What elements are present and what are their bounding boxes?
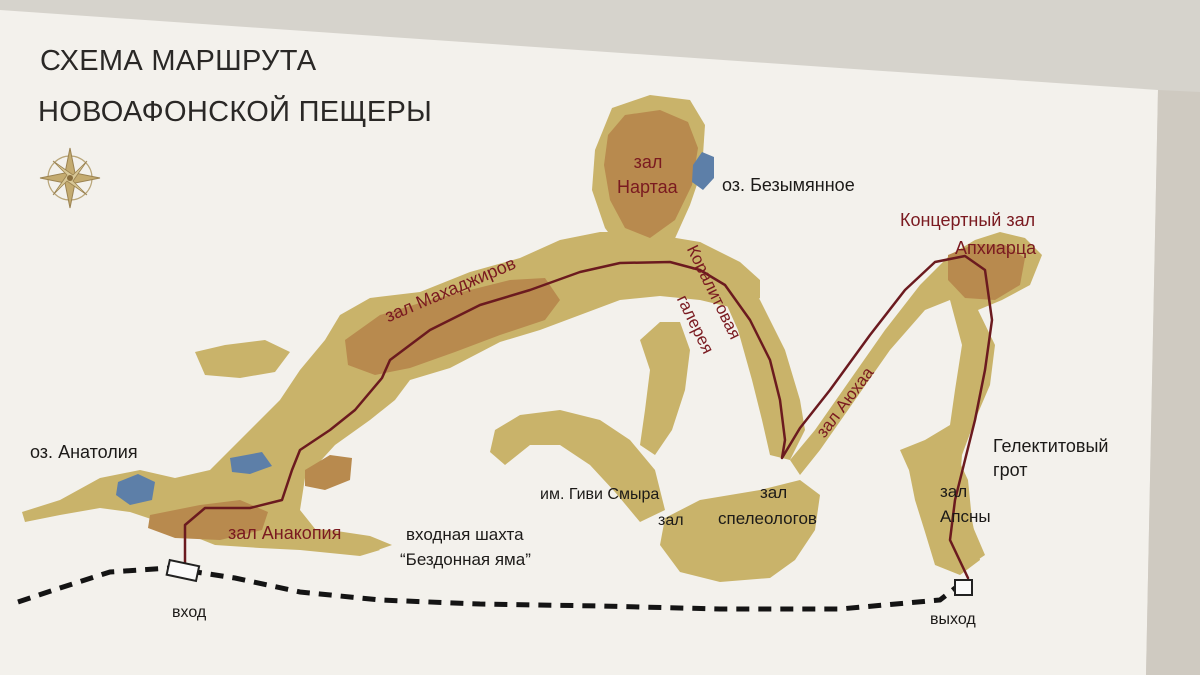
lake-anatolia-icon xyxy=(116,474,155,505)
hall-anakopia-fill xyxy=(148,500,268,540)
label-concert-hall-2: Апхиарца xyxy=(955,238,1037,258)
label-entry-shaft-2: “Бездонная яма” xyxy=(400,550,531,569)
label-hall-nartaa-1: зал xyxy=(633,152,663,172)
tourist-route-line xyxy=(183,254,994,580)
hall-nartaa-fill xyxy=(604,110,698,238)
map-title-line-1: СХЕМА МАРШРУТА xyxy=(40,45,317,77)
label-hall-speleologov-2: спелеологов xyxy=(718,509,817,528)
label-hall-givi-1: им. Гиви Смыра xyxy=(540,486,660,503)
label-entry-shaft-1: входная шахта xyxy=(406,525,524,544)
coral-passage xyxy=(700,242,805,460)
lakes xyxy=(116,152,714,505)
lake-west-icon xyxy=(230,452,272,474)
label-hall-nartaa-2: Нартаа xyxy=(617,177,678,197)
compass-rose-icon xyxy=(39,147,101,209)
givi-passage xyxy=(490,410,665,522)
surface-path-dashed xyxy=(17,565,970,612)
givi-branch xyxy=(640,322,690,455)
label-exit: выход xyxy=(930,611,976,628)
label-hall-apsny-2: Апсны xyxy=(940,507,991,526)
western-stub xyxy=(195,340,290,378)
label-entrance: вход xyxy=(172,604,207,621)
label-hall-givi-2: зал xyxy=(658,512,684,529)
label-hall-apsny-1: зал xyxy=(940,482,968,501)
entrance-marker xyxy=(165,558,201,583)
label-concert-hall-1: Концертный зал xyxy=(900,210,1036,230)
hall-makhadzhirov-fill xyxy=(345,278,560,375)
lake-nameless-icon xyxy=(692,152,714,190)
exit-marker xyxy=(954,579,973,596)
entry-shaft-passage xyxy=(290,528,392,552)
hall-small-west-fill xyxy=(305,455,352,490)
western-passage xyxy=(22,232,760,556)
label-geliktit-grotto-1: Гелектитовый xyxy=(993,436,1109,456)
label-hall-speleologov-1: зал xyxy=(760,483,788,502)
label-lake-nameless: оз. Безымянное xyxy=(722,175,855,195)
ayukhaa-passage xyxy=(790,232,1042,572)
map-title-line-2: НОВОАФОНСКОЙ ПЕЩЕРЫ xyxy=(38,96,433,128)
speleologov-hall xyxy=(660,480,820,582)
label-lake-anatolia: оз. Анатолия xyxy=(30,442,138,462)
label-hall-anakopia: зал Анакопия xyxy=(228,523,342,543)
board-edge-shadow xyxy=(1146,90,1200,675)
label-geliktit-grotto-2: грот xyxy=(993,460,1028,480)
